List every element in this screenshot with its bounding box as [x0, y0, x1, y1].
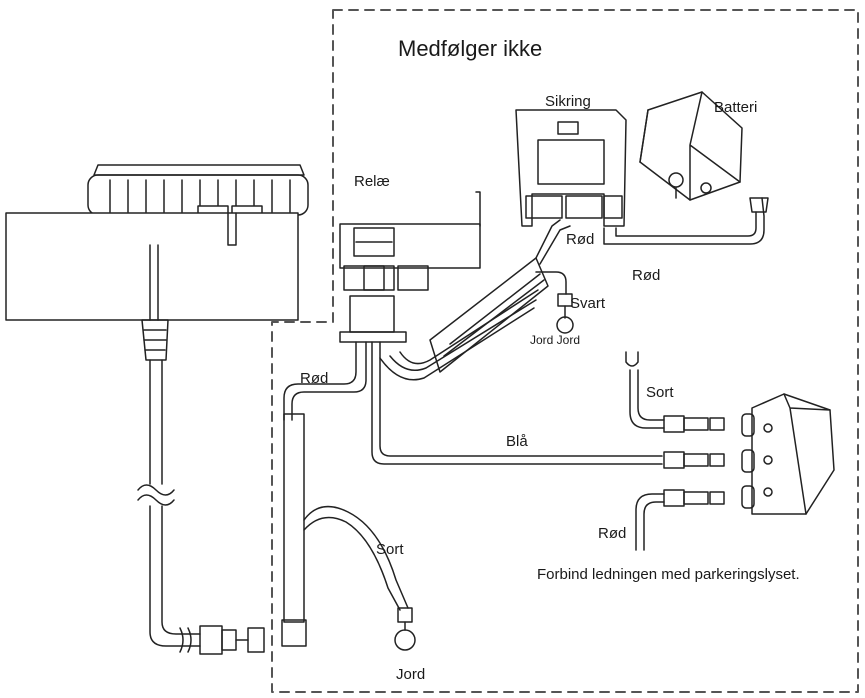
relay-fuse-harness	[379, 219, 571, 381]
black-wire-label-svart: Svart	[570, 295, 606, 312]
red-wire-battery-label: Rød	[632, 267, 661, 284]
battery	[639, 91, 743, 201]
fuse-battery-wire	[603, 197, 765, 245]
blue-wire-label: Blå	[506, 433, 528, 450]
red-wire-left-label: Rød	[300, 370, 329, 387]
rocker-switch	[741, 393, 835, 515]
relay	[339, 191, 481, 343]
parking-light-note: Forbind ledningen med parkeringslyset.	[537, 566, 800, 583]
switch-connectors	[663, 415, 725, 507]
black-wire-fork	[625, 351, 665, 429]
fuse-box	[515, 109, 627, 227]
ground-ring-top	[556, 293, 574, 334]
fuse-label: Sikring	[545, 93, 591, 110]
red-wire-fuse-label: Rød	[566, 231, 595, 248]
black-wire-ground	[303, 505, 416, 651]
battery-label: Batteri	[714, 99, 758, 116]
red-wire-left	[281, 341, 367, 647]
blue-wire	[371, 341, 663, 465]
red-wire-bottom	[635, 493, 665, 551]
ground-label-top: Jord Jord	[530, 333, 581, 347]
black-wire-top-label: Sort	[646, 384, 674, 401]
light-cable	[137, 319, 265, 655]
red-wire-bottom-label: Rød	[598, 525, 627, 542]
relay-label: Relæ	[354, 173, 390, 190]
ground-label-bottom: Jord	[396, 666, 426, 683]
work-light	[5, 164, 309, 321]
not-included-title: Medfølger ikke	[398, 36, 543, 61]
not-included-boundary	[271, 9, 859, 693]
black-wire-mid-label: Sort	[376, 541, 404, 558]
